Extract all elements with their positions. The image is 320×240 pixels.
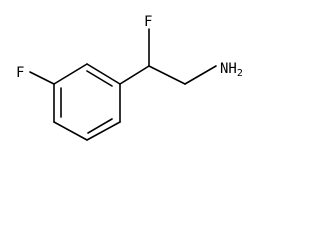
amine-subscript-label: 2 bbox=[237, 68, 243, 79]
ring-bond-3 bbox=[86, 121, 121, 141]
ring-bond-6 bbox=[53, 63, 88, 85]
chf-to-ch2-bond bbox=[148, 65, 186, 85]
ring-to-chf-bond bbox=[119, 65, 150, 85]
ring-bond-4 bbox=[53, 121, 88, 141]
amine-label: NH2 bbox=[220, 61, 243, 79]
side-chain-fluorine-label: F bbox=[144, 14, 152, 30]
ch2-to-amine-bond bbox=[184, 65, 217, 85]
chemical-structure: F F NH2 bbox=[16, 14, 243, 141]
ring-double-bond-2 bbox=[87, 118, 113, 134]
ring-fluorine-label: F bbox=[16, 65, 24, 81]
amine-main-label: NH bbox=[220, 61, 237, 77]
benzene-ring bbox=[53, 63, 121, 141]
ring-double-bond-1 bbox=[86, 70, 113, 87]
ring-fluorine-bond bbox=[29, 71, 55, 85]
ring-bond-1 bbox=[86, 63, 121, 85]
